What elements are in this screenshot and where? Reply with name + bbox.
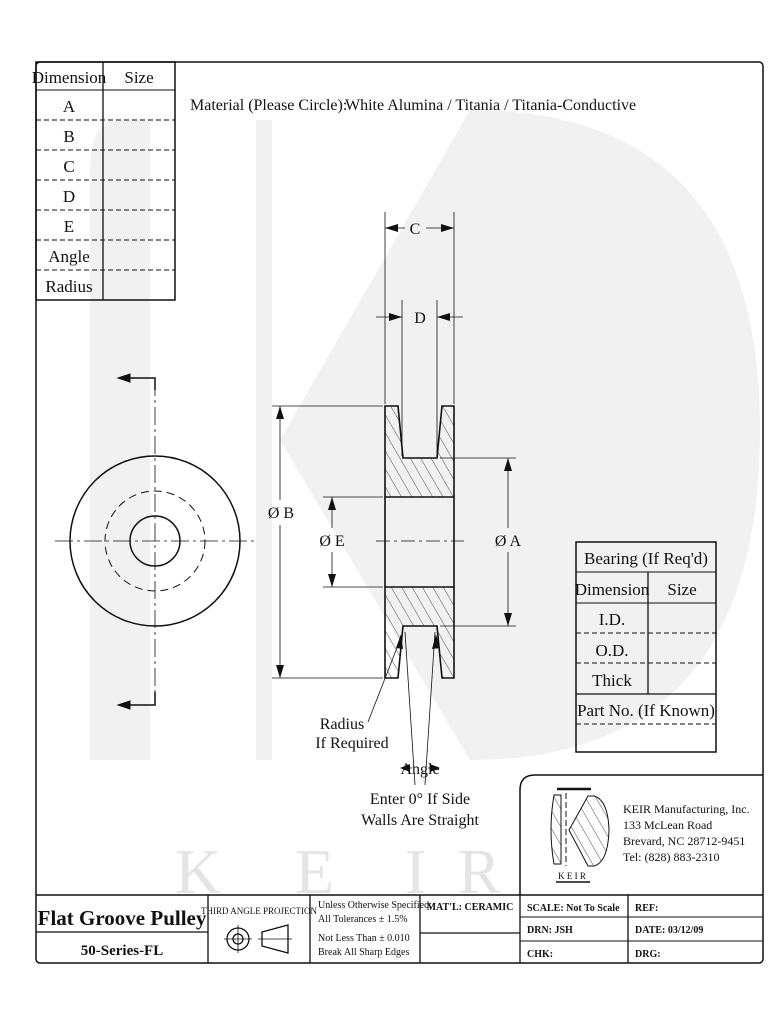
row-a: A (63, 97, 76, 116)
dimension-table: Dimension Size A B C D E Angle Radius (32, 61, 176, 301)
bearing-part-no: Part No. (If Known) (577, 701, 715, 720)
bearing-table: Bearing (If Req'd) Dimension Size I.D. O… (575, 541, 717, 753)
company-phone: Tel: (828) 883-2310 (623, 850, 719, 864)
part-number: 50-Series-FL (81, 943, 163, 959)
label-d: D (414, 310, 426, 327)
row-radius: Radius (45, 277, 92, 296)
angle-note-2: Walls Are Straight (361, 812, 479, 829)
tolerance-note-3: Not Less Than ± 0.010 (318, 933, 410, 944)
svg-text:I: I (405, 836, 426, 907)
label-c: C (410, 221, 421, 238)
keir-logo: K E I R (550, 787, 610, 883)
tolerance-note-1: Unless Otherwise Specified: (318, 900, 432, 911)
company-block: K E I R KEIR Manufacturing, Inc. 133 McL… (519, 774, 763, 895)
radius-note-2: If Required (315, 735, 388, 752)
bearing-title: Bearing (If Req'd) (584, 549, 708, 568)
svg-text:E: E (295, 836, 334, 907)
row-c: C (63, 157, 74, 176)
angle-note-1: Enter 0° If Side (370, 791, 470, 808)
date-field: DATE: 03/12/09 (635, 925, 703, 936)
bearing-header-dimension: Dimension (575, 580, 650, 599)
header-size: Size (124, 68, 153, 87)
drawn-by-field: DRN: JSH (527, 925, 573, 936)
material-options: White Alumina / Titania / Titania-Conduc… (345, 97, 636, 114)
svg-text:R: R (458, 836, 501, 907)
ref-field: REF: (635, 903, 658, 914)
radius-note-1: Radius (320, 716, 364, 733)
tolerance-note-4: Break All Sharp Edges (318, 947, 409, 958)
bearing-header-size: Size (667, 580, 696, 599)
watermark-letters: K E I R (175, 836, 501, 907)
dimension-labels: C D Ø B Ø E Ø A Radius If Required Angle… (268, 221, 522, 829)
row-e: E (64, 217, 74, 236)
section-view (376, 405, 464, 679)
tolerance-note-2: All Tolerances ± 1.5% (318, 914, 408, 925)
bearing-row-thick: Thick (592, 671, 632, 690)
row-b: B (63, 127, 74, 146)
front-view (55, 373, 255, 710)
scale-field: SCALE: Not To Scale (527, 903, 620, 914)
bearing-row-od: O.D. (595, 641, 628, 660)
svg-text:K: K (175, 836, 221, 907)
material-label: Material (Please Circle): (190, 97, 347, 114)
header-dimension: Dimension (32, 68, 107, 87)
sheet-border (35, 61, 764, 964)
dimension-lines (272, 212, 516, 786)
projection-label: THIRD ANGLE PROJECTION (201, 906, 317, 916)
company-name: KEIR Manufacturing, Inc. (623, 802, 750, 816)
drawing-title: Flat Groove Pulley (38, 906, 207, 930)
checked-by-field: CHK: (527, 949, 553, 960)
drawing-number-field: DRG: (635, 949, 661, 960)
material-field: MAT'L: CERAMIC (427, 902, 514, 913)
angle-label: Angle (400, 761, 439, 778)
bearing-row-id: I.D. (599, 610, 625, 629)
label-a: Ø A (495, 533, 522, 550)
title-block: Flat Groove Pulley 50-Series-FL THIRD AN… (36, 894, 763, 963)
third-angle-projection-icon (224, 924, 292, 954)
label-b: Ø B (268, 505, 294, 522)
label-e: Ø E (319, 533, 344, 550)
company-address-1: 133 McLean Road (623, 818, 712, 832)
svg-text:K E I R: K E I R (558, 871, 586, 881)
row-angle: Angle (48, 247, 90, 266)
row-d: D (63, 187, 75, 206)
company-address-2: Brevard, NC 28712-9451 (623, 834, 745, 848)
material-selection: Material (Please Circle): White Alumina … (190, 97, 636, 114)
dimension-arrows (276, 224, 512, 772)
